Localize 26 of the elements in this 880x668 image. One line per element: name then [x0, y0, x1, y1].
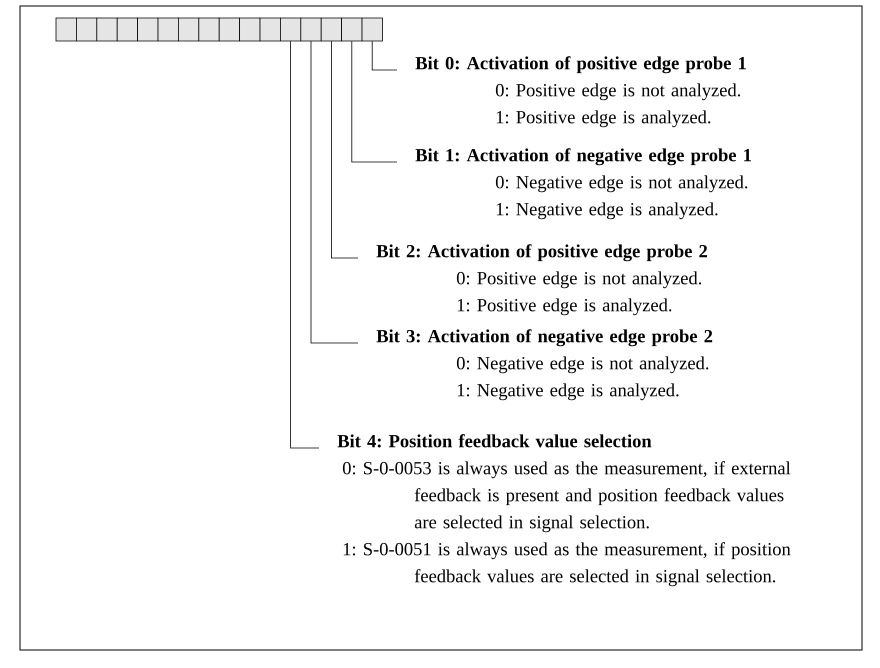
bit-description: Bit 1: Activation of negative edge probe 1 0: Negative edge is not analyzed. 1: Negative edge is analyzed.: [416, 148, 751, 220]
bit-cell: [56, 18, 77, 42]
bit-cell: [320, 18, 342, 42]
bit-cell: [341, 18, 362, 42]
bit-description: Bit 0: Activation of positive edge probe 1 0: Positive edge is not analyzed. 1: Positive edge is analyzed.: [416, 56, 746, 128]
bit-cell: [362, 18, 383, 42]
bit-description: Bit 2: Activation of positive edge probe 2 0: Positive edge is not analyzed. 1: Positive edge is analyzed.: [376, 244, 708, 316]
bit-cell: [239, 18, 260, 42]
bit-cell: [137, 18, 158, 42]
bit-cell: [178, 18, 200, 42]
leader-line: [331, 41, 358, 258]
bit-description: Bit 3: Activation of negative edge probe 2 0: Negative edge is not analyzed. 1: Negative edge is analyzed.: [376, 329, 712, 400]
leader-line: [351, 41, 398, 162]
bit-cell: [96, 18, 118, 42]
bit-cell: [300, 18, 322, 42]
leader-line: [372, 41, 398, 70]
bit-cell: [260, 18, 281, 42]
bit-cell: [116, 18, 138, 42]
bit-cell: [218, 18, 240, 42]
leader-line: [310, 41, 358, 344]
bit-cell: [158, 18, 179, 42]
bit-cell: [198, 18, 220, 42]
bit-cell: [280, 18, 302, 42]
bit-cell: [76, 18, 98, 42]
bit-description: Bit 4: Position feedback value selection 0: S-0-0053 is always used as the measurement, if external feedback is present and position feedback values are selected in signal selection. 1: S-0-0051 is always used as the measurement, if position feedback values are selected in signal selection.: [338, 434, 790, 586]
leader-line: [290, 41, 320, 448]
